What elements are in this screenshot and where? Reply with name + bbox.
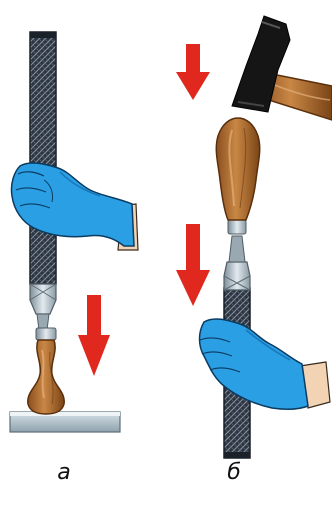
gloved-hand-icon	[200, 319, 331, 409]
ferrule	[228, 220, 246, 234]
panel-b	[176, 16, 332, 458]
arrow-down-icon	[78, 295, 110, 376]
wooden-handle	[28, 340, 64, 414]
wooden-handle	[216, 118, 259, 220]
base-plate	[10, 412, 120, 432]
panel-a	[10, 32, 138, 432]
caption-b: б	[214, 460, 254, 485]
caption-a: а	[44, 460, 84, 485]
hammer-icon	[232, 16, 332, 120]
ferrule	[36, 328, 56, 340]
arrow-down-icon	[176, 224, 210, 306]
arrow-down-icon	[176, 44, 210, 100]
